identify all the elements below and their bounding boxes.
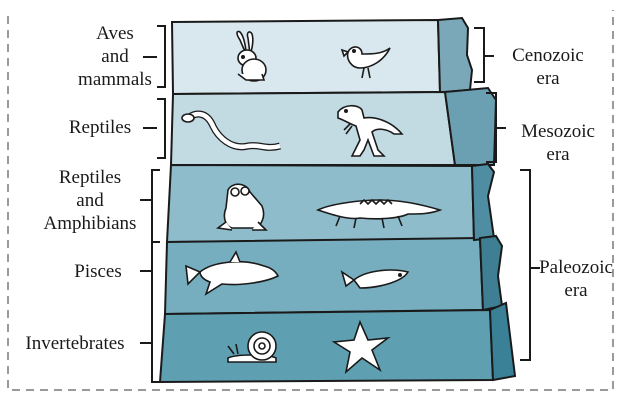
label-reptiles: Reptiles — [60, 116, 140, 139]
label-reptiles-and-amphibians: Reptiles and Amphibians — [30, 166, 150, 235]
side-face-5 — [490, 303, 515, 380]
label-invertebrates: Invertebrates — [10, 332, 140, 355]
layer-paleozoic-1 — [167, 165, 474, 242]
label-pisces: Pisces — [58, 260, 138, 283]
side-face-2 — [445, 88, 496, 165]
label-aves-and-mammals: Aves and mammals — [70, 22, 160, 91]
label-mesozoic-era: Mesozoic era — [508, 120, 608, 166]
side-face-4 — [480, 236, 502, 310]
layer-paleozoic-3 — [160, 310, 493, 382]
layer-cenozoic — [172, 20, 440, 94]
side-face-1 — [438, 18, 472, 92]
side-face-3 — [472, 164, 494, 240]
label-cenozoic-era: Cenozoic era — [498, 44, 598, 90]
label-paleozoic-era: Paleozoic era — [534, 256, 618, 302]
